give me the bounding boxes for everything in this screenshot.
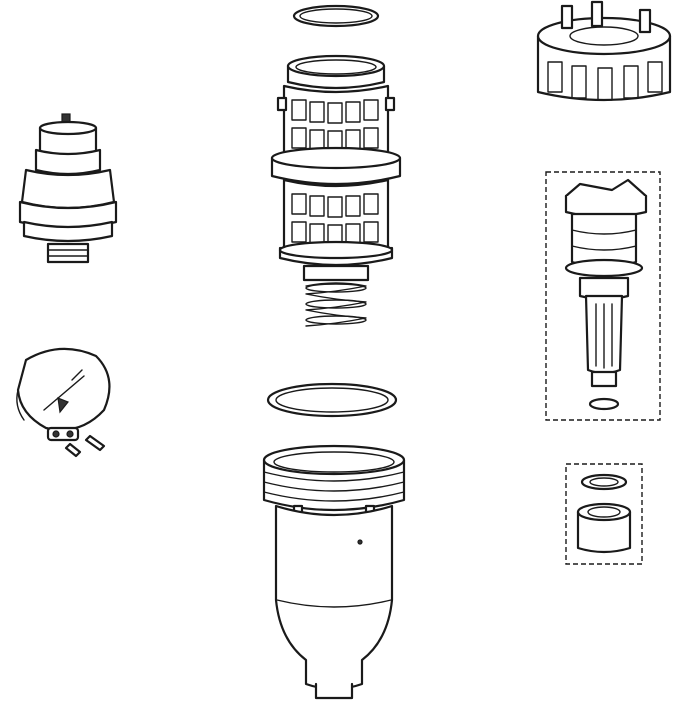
head-crown (536, 0, 672, 102)
pressure-gauge (18, 113, 118, 264)
seal-bushing-kit (565, 463, 643, 565)
valve-insert-kit (545, 171, 661, 421)
top-o-ring (292, 4, 380, 28)
dial-cap-with-screws (16, 347, 111, 458)
filter-screen (270, 54, 402, 267)
filter-bowl (262, 444, 406, 700)
spring (302, 264, 370, 327)
bowl-o-ring (266, 382, 398, 418)
